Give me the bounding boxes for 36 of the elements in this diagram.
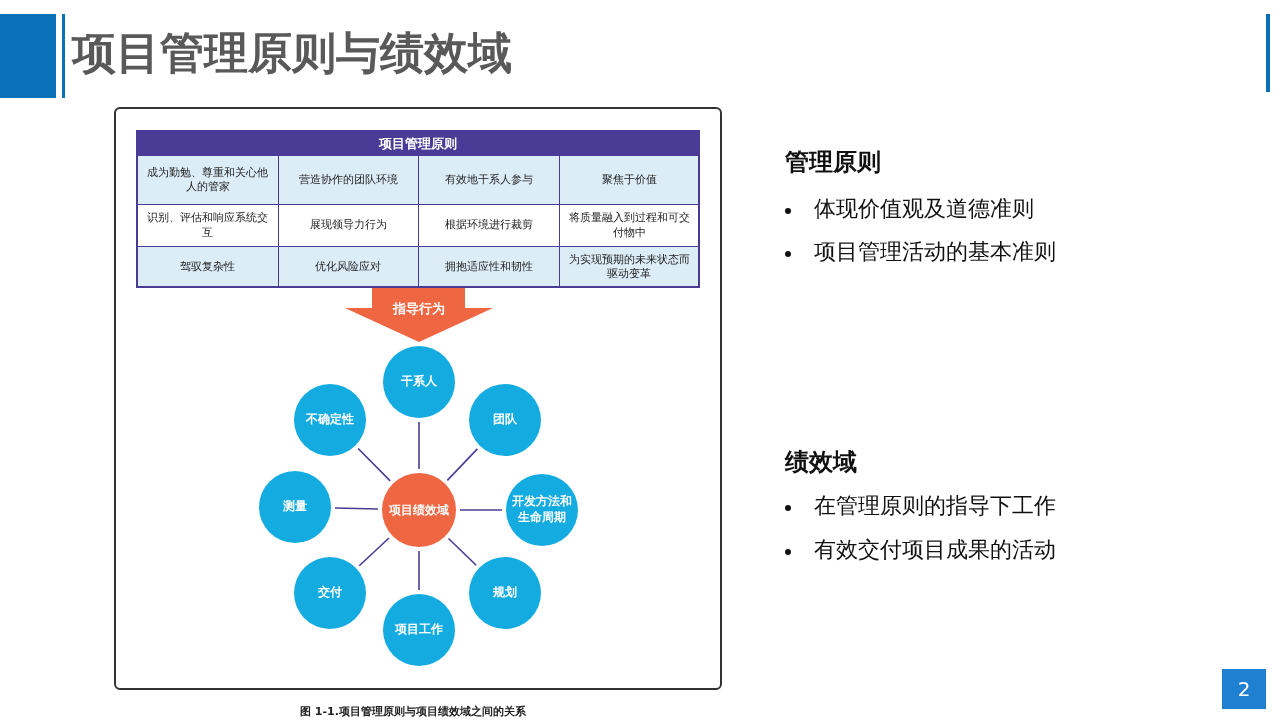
domain-circle: 交付 xyxy=(294,557,366,629)
connector-line xyxy=(459,509,503,511)
section-heading: 绩效域 xyxy=(785,447,857,478)
page-number: 2 xyxy=(1222,669,1266,709)
table-cell: 聚焦于价值 xyxy=(558,155,700,205)
arrow-label: 指导行为 xyxy=(391,300,446,318)
figure-caption: 图 1-1.项目管理原则与项目绩效域之间的关系 xyxy=(300,704,526,719)
table-cell: 为实现预期的未来状态而驱动变革 xyxy=(558,246,700,288)
section-heading: 管理原则 xyxy=(785,147,881,178)
center-circle: 项目绩效域 xyxy=(382,473,456,547)
connector-line xyxy=(447,537,478,566)
domain-circle: 测量 xyxy=(259,471,331,543)
table-cell: 驾驭复杂性 xyxy=(137,246,279,288)
connector-line xyxy=(334,507,379,510)
connector-line xyxy=(418,421,420,470)
table-cell: 营造协作的团队环境 xyxy=(277,155,419,205)
table-cell: 拥抱适应性和韧性 xyxy=(418,246,560,288)
domain-circle: 干系人 xyxy=(383,346,455,418)
table-cell: 有效地干系人参与 xyxy=(418,155,560,205)
table-cell: 成为勤勉、尊重和关心他人的管家 xyxy=(137,155,279,205)
bullet-text: 有效交付项目成果的活动 xyxy=(814,536,1056,564)
connector-line xyxy=(358,537,390,567)
domain-circle: 项目工作 xyxy=(383,594,455,666)
domain-circle: 不确定性 xyxy=(294,384,366,456)
bullet-text: 体现价值观及道德准则 xyxy=(814,195,1034,223)
bullet-text: 项目管理活动的基本准则 xyxy=(814,238,1056,266)
connector-line xyxy=(357,447,391,482)
domain-circle: 团队 xyxy=(469,384,541,456)
domain-circle: 开发方法和生命周期 xyxy=(506,474,578,546)
bullet-text: 在管理原则的指导下工作 xyxy=(814,492,1056,520)
table-cell: 优化风险应对 xyxy=(277,246,419,288)
domain-circle: 规划 xyxy=(469,557,541,629)
connector-line xyxy=(418,550,420,591)
slide-title: 项目管理原则与绩效域 xyxy=(72,26,512,80)
down-arrow-shape xyxy=(345,288,493,342)
connector-line xyxy=(446,448,479,482)
